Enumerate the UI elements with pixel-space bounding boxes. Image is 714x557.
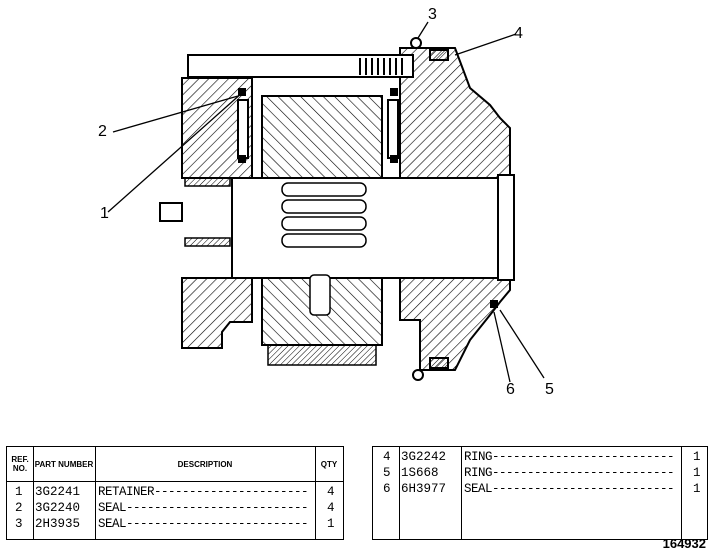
header-description: DESCRIPTION xyxy=(95,447,315,482)
shaft xyxy=(159,174,515,281)
part-number: 3G2241 xyxy=(35,485,81,499)
table-row: 5 1S668 RING----------------------------… xyxy=(373,465,707,481)
qty: 1 xyxy=(693,482,701,496)
header-part: PART NUMBER xyxy=(33,447,95,482)
callout-2: 2 xyxy=(98,123,107,140)
description: SEAL------------------------------------… xyxy=(464,482,676,496)
qty: 1 xyxy=(693,450,701,464)
header-ref: REF. NO. xyxy=(7,447,33,482)
ref-no: 6 xyxy=(383,482,391,496)
retaining-bolt xyxy=(187,54,414,78)
leader-lines xyxy=(107,21,545,383)
description: RING------------------------------------… xyxy=(464,466,676,480)
ref-no: 4 xyxy=(383,450,391,464)
qty: 4 xyxy=(327,485,335,499)
callout-3: 3 xyxy=(428,6,437,23)
description: SEAL------------------------------------… xyxy=(98,501,310,515)
callout-6: 6 xyxy=(506,381,515,398)
o-ring-seals xyxy=(410,37,449,381)
description: SEAL------------------------------------… xyxy=(98,517,310,531)
part-number: 6H3977 xyxy=(401,482,447,496)
table-row: 4 3G2242 RING---------------------------… xyxy=(373,449,707,465)
part-number: 3G2240 xyxy=(35,501,81,515)
exploded-section-drawing: 1 2 3 4 5 6 xyxy=(98,6,554,398)
parts-table-right: 4 3G2242 RING---------------------------… xyxy=(372,446,708,540)
table-row: 2 3G2240 SEAL---------------------------… xyxy=(7,500,343,516)
part-number: 1S668 xyxy=(401,466,439,480)
parts-table-left: REF. NO. PART NUMBER DESCRIPTION QTY 1 3… xyxy=(6,446,344,540)
callout-5: 5 xyxy=(545,381,554,398)
table-row: 1 3G2241 RETAINER-----------------------… xyxy=(7,484,343,500)
key-slot xyxy=(309,274,331,316)
description: RETAINER--------------------------------… xyxy=(98,485,310,499)
ref-no: 1 xyxy=(15,485,23,499)
housing-body xyxy=(181,47,511,371)
part-number: 2H3935 xyxy=(35,517,81,531)
part-number: 3G2242 xyxy=(401,450,447,464)
ref-no: 5 xyxy=(383,466,391,480)
ref-no: 2 xyxy=(15,501,23,515)
gear-teeth-bottom xyxy=(267,344,377,366)
callout-1: 1 xyxy=(100,205,109,222)
table-row: 3 2H3935 SEAL---------------------------… xyxy=(7,516,343,532)
table-row: 6 6H3977 SEAL---------------------------… xyxy=(373,481,707,497)
hub xyxy=(184,177,231,247)
qty: 1 xyxy=(327,517,335,531)
description: RING------------------------------------… xyxy=(464,450,676,464)
callout-labels: 1 2 3 4 5 6 xyxy=(98,6,554,398)
ref-no: 3 xyxy=(15,517,23,531)
callout-4: 4 xyxy=(514,25,523,42)
header-qty: QTY xyxy=(315,447,343,482)
qty: 4 xyxy=(327,501,335,515)
seal-squares xyxy=(238,88,498,308)
qty: 1 xyxy=(693,466,701,480)
splines xyxy=(281,182,367,248)
drawing-number: 164932 xyxy=(662,536,706,551)
